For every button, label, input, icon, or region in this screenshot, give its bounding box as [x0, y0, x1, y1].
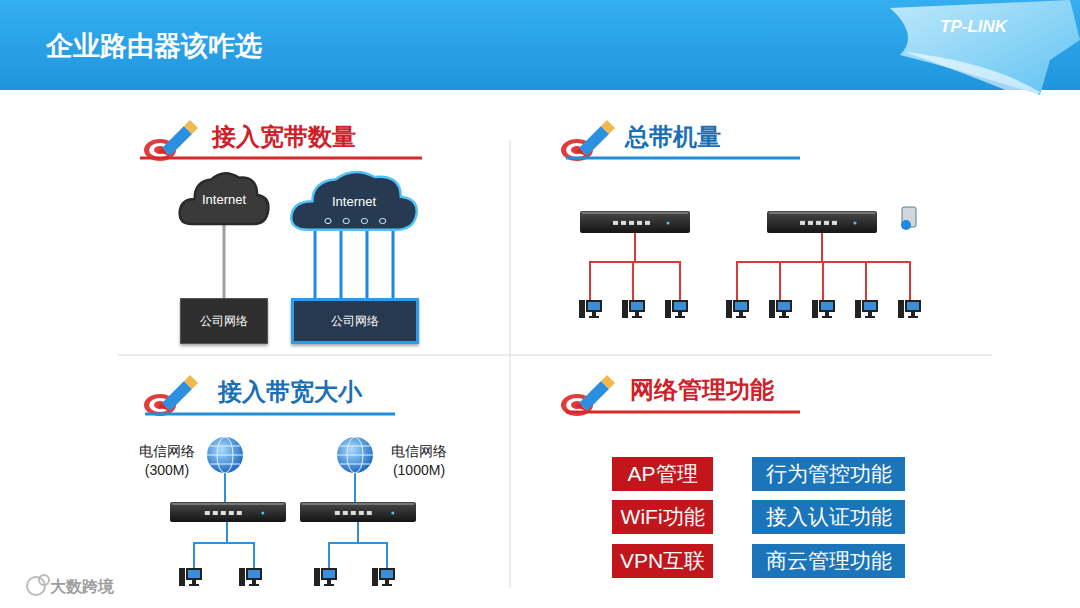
section-heading: 总带机量	[625, 121, 721, 153]
router	[580, 211, 690, 233]
connector-line	[340, 231, 343, 298]
node-text: 公司网络	[331, 313, 379, 330]
network-label: 电信网络 (1000M)	[376, 442, 462, 480]
node-text: Internet	[332, 194, 376, 209]
heading-icon	[144, 120, 198, 161]
feature-text: VPN互联	[620, 547, 705, 575]
heading-icon	[144, 375, 198, 416]
router	[300, 502, 416, 522]
feature-box: 商云管理功能	[752, 544, 905, 578]
computer	[622, 300, 645, 318]
network-wire	[329, 543, 387, 570]
heading-underline	[140, 157, 422, 160]
node-text: 公司网络	[200, 313, 248, 330]
feature-text: WiFi功能	[621, 503, 705, 531]
watermark-logo	[27, 575, 49, 595]
section-heading: 接入宽带数量	[212, 121, 356, 153]
router	[170, 502, 286, 522]
node-text: Internet	[202, 192, 246, 207]
connector-line	[366, 231, 369, 298]
network-wire	[354, 472, 356, 502]
network-wire	[865, 262, 867, 300]
server-icon	[901, 207, 916, 230]
internet-cloud: Internet	[289, 166, 419, 232]
network-wire	[821, 233, 823, 262]
computer	[665, 300, 688, 318]
computer	[239, 568, 262, 586]
network-wire	[194, 543, 254, 570]
computer	[769, 300, 792, 318]
heading-underline	[145, 413, 395, 416]
heading-underline	[566, 157, 800, 160]
feature-text: 行为管控功能	[766, 460, 892, 488]
network-label: 电信网络 (300M)	[128, 442, 206, 480]
watermark: 大数跨境	[50, 576, 114, 598]
network-wire	[634, 233, 636, 262]
feature-text: AP管理	[628, 460, 698, 488]
feature-text: 接入认证功能	[766, 503, 892, 531]
feature-text: 商云管理功能	[766, 547, 892, 575]
network-wire	[632, 262, 634, 300]
company-network-box: 公司网络	[291, 298, 419, 344]
divider	[510, 140, 511, 588]
network-wire	[357, 522, 359, 543]
section-heading: 网络管理功能	[630, 374, 774, 406]
network-wire	[822, 262, 824, 300]
computer	[579, 300, 602, 318]
network-wire	[226, 522, 228, 543]
brand-logo: TP-LINK	[940, 16, 1007, 39]
company-network-box: 公司网络	[180, 298, 268, 344]
ribbon-fold	[905, 52, 1040, 100]
globe	[207, 437, 243, 473]
feature-box: 行为管控功能	[752, 457, 905, 491]
connector-line	[392, 231, 395, 298]
computer	[855, 300, 878, 318]
computer	[314, 568, 337, 586]
globe	[337, 437, 373, 473]
heading-icon	[561, 375, 615, 416]
connector-line	[314, 231, 317, 298]
feature-box: 接入认证功能	[752, 500, 905, 534]
slide-title: 企业路由器该咋选	[46, 28, 262, 64]
network-illustration	[27, 207, 921, 595]
computer	[372, 568, 395, 586]
heading-icon	[561, 120, 615, 161]
section-heading: 接入带宽大小	[218, 376, 362, 408]
feature-box: AP管理	[612, 457, 713, 491]
heading-underline	[566, 411, 800, 414]
computer	[898, 300, 921, 318]
feature-box: VPN互联	[612, 544, 713, 578]
network-wire	[224, 472, 226, 502]
network-wire	[779, 262, 781, 300]
internet-cloud: Internet	[178, 168, 270, 226]
network-wire	[737, 262, 910, 300]
computer	[726, 300, 749, 318]
computer	[179, 568, 202, 586]
feature-box: WiFi功能	[612, 500, 713, 534]
computer	[812, 300, 835, 318]
network-wire	[590, 262, 680, 300]
connector-line	[223, 225, 226, 298]
divider	[118, 355, 992, 356]
router	[767, 211, 877, 233]
